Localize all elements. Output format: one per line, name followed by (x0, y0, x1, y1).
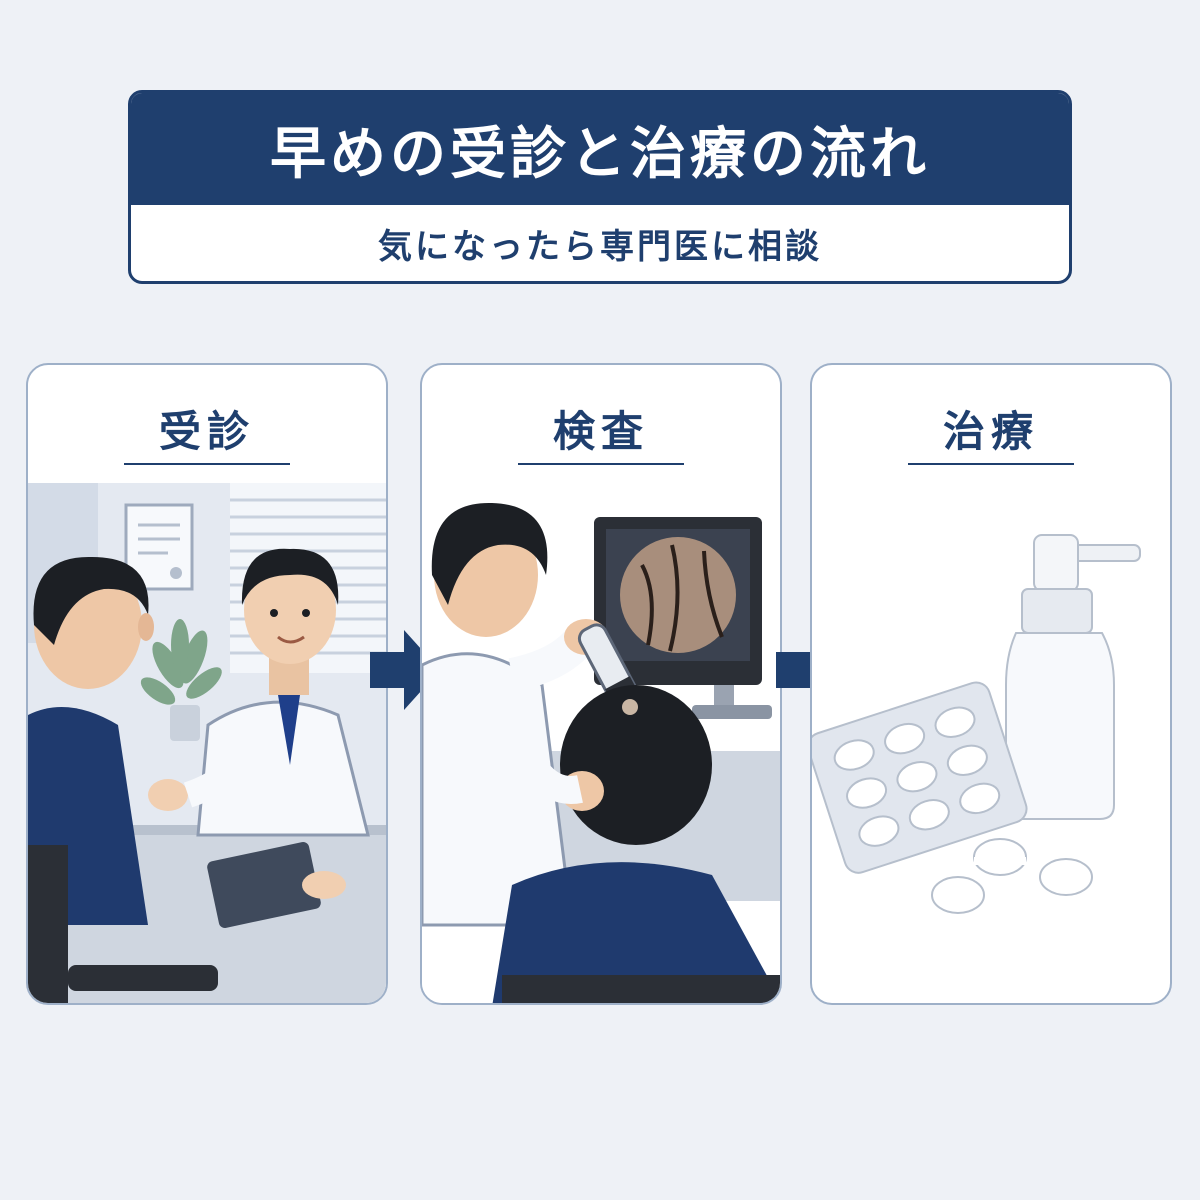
medication-scene-icon (812, 534, 1141, 914)
step-label-treatment: 治療 (942, 407, 1039, 456)
step-panel-consultation (26, 363, 388, 1005)
step-underline-consultation (124, 463, 290, 465)
arrow-right-icon (370, 630, 440, 710)
page-title: 早めの受診と治療の流れ (131, 93, 1069, 205)
page-subtitle: 気になったら専門医に相談 (378, 226, 822, 267)
step-panel-treatment (810, 363, 1172, 1005)
step-label-consultation: 受診 (158, 407, 255, 456)
header-box: 早めの受診と治療の流れ 気になったら専門医に相談 (128, 90, 1072, 284)
step-label-examination: 検査 (552, 407, 649, 456)
consultation-scene-icon (28, 483, 386, 1003)
step-underline-examination (518, 463, 684, 465)
step-panel-examination (420, 363, 782, 1005)
step-underline-treatment (908, 463, 1074, 465)
scalp-examination-scene-icon (422, 483, 780, 1003)
